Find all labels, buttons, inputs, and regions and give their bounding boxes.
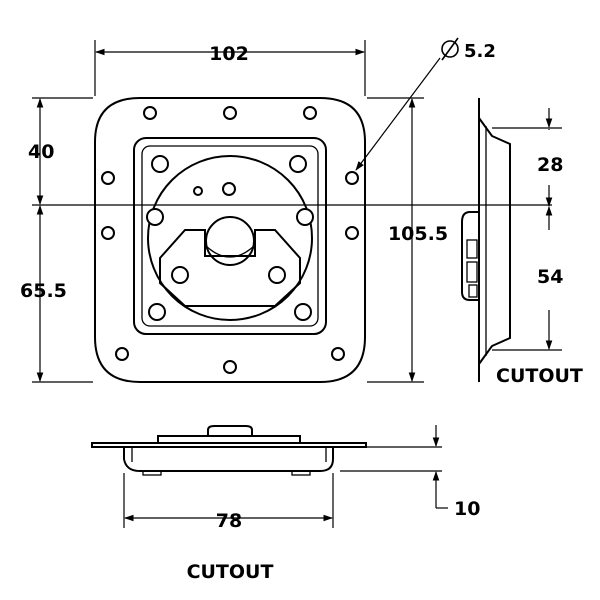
lower-offset-label: 65.5 [20,280,67,302]
diameter-icon [441,37,459,61]
dish-outer [133,137,327,335]
upper-offset-label: 40 [28,141,54,163]
front-view [32,97,552,383]
hole-leader-line [355,57,441,171]
height-label: 105.5 [388,223,448,245]
mounting-hole [101,171,115,185]
cutout-bottom-label: CUTOUT [187,561,274,583]
mounting-hole [345,171,359,185]
rivet [296,208,314,226]
bottom-plate [157,435,301,444]
bottom-handle [207,425,253,436]
width-label: 102 [209,43,249,65]
rivet [146,208,164,226]
mounting-hole [223,360,237,374]
bottom-view [91,425,367,476]
bottom-dimensions: 10 78 CUTOUT [123,425,480,583]
front-dimensions: 102 105.5 40 65.5 5.2 [20,37,496,383]
flange-holes [101,106,359,374]
rivet [268,266,286,284]
depth-label: 10 [454,498,480,520]
hole-diameter-label: 5.2 [464,41,496,62]
side-profile [478,117,511,365]
mounting-hole [143,106,157,120]
bottom-dish [123,447,334,472]
small-hole [222,182,236,196]
mounting-hole [303,106,317,120]
cutout-lower-label: 54 [537,266,563,288]
rotating-plate [147,155,313,321]
mounting-hole [223,106,237,120]
side-view [461,98,511,382]
cutout-side-label: CUTOUT [496,365,583,387]
side-dimensions: 28 54 CUTOUT [492,108,583,387]
dish-inner [141,145,319,327]
mounting-hole [115,347,129,361]
mounting-hole [101,226,115,240]
handle-boss [205,216,255,266]
rivet [151,155,169,173]
mounting-hole [345,226,359,240]
handle-boss-detail [205,245,255,258]
rivet [294,303,312,321]
cutout-width-label: 78 [216,510,242,532]
inner-holes [146,155,314,321]
cutout-upper-label: 28 [537,154,563,176]
small-hole [193,186,203,196]
rivet [171,266,189,284]
mounting-hole [331,347,345,361]
handle-bracket [159,229,301,307]
rivet [289,155,307,173]
outer-flange [94,97,366,383]
rivet [148,303,166,321]
side-handle [461,211,479,301]
